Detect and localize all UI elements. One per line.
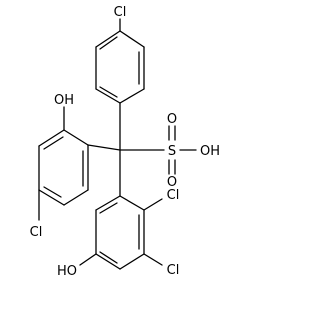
atom-o-bottom: O (167, 175, 177, 190)
sulfonic-group (168, 125, 197, 175)
atom-o-top: O (167, 112, 177, 127)
bond (119, 88, 145, 104)
bond-double-inner (99, 86, 118, 98)
atom-ho-bottom: HO (57, 264, 77, 279)
bond-double-inner (43, 186, 62, 198)
bond-double-inner (43, 136, 64, 150)
atom-oh-phenol: OH (54, 93, 74, 108)
bond (38, 129, 65, 147)
structure-diagram: Cl OH Cl S O O OH Cl Cl HO (30, 5, 220, 279)
ring-hydroxyphenyl (38, 106, 89, 221)
bond (95, 30, 121, 48)
bond (119, 195, 145, 211)
bond (63, 189, 89, 206)
atom-cl-meta: Cl (167, 263, 180, 278)
bond (119, 30, 145, 48)
bond-to-cl (143, 253, 163, 266)
ring-chlorophenyl (95, 18, 145, 104)
molecule-canvas: Cl OH Cl S O O OH Cl Cl HO (29, 5, 221, 279)
atom-s: S (168, 144, 176, 159)
bond (95, 88, 121, 104)
bond-to-oh (79, 253, 97, 266)
bond (119, 253, 145, 270)
bond (63, 129, 89, 146)
atom-cl-para: Cl (114, 5, 127, 20)
bond-central-left (87, 144, 121, 151)
bond (38, 189, 65, 206)
bond (95, 195, 121, 211)
bond-double-inner (99, 36, 118, 50)
bond-double-inner (99, 251, 118, 264)
atom-oh-sulfonic: OH (200, 144, 220, 159)
atom-cl-left: Cl (30, 225, 43, 240)
ring-dichlorohydroxyphenyl (79, 195, 163, 270)
bond-to-cl (143, 198, 163, 211)
atom-cl-ortho: Cl (167, 188, 180, 203)
bond (95, 253, 121, 270)
bond-double-inner (99, 202, 118, 214)
